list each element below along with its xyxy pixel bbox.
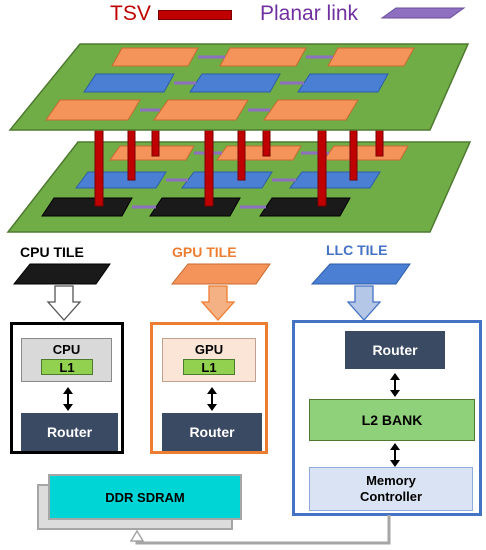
gpu-tile-title: GPU TILE xyxy=(172,244,237,260)
bottom-gpu-tile xyxy=(323,145,409,161)
cpu-l1-cache: L1 xyxy=(41,359,93,375)
cpu-core-box: CPU L1 xyxy=(21,338,112,382)
bottom-llc-tile xyxy=(289,171,381,189)
cpu-tile-icon xyxy=(12,263,111,285)
top-gpu-tile xyxy=(263,99,359,121)
cpu-core-label: CPU xyxy=(52,341,81,357)
gpu-bidirectional-arrow xyxy=(207,387,217,411)
llc-tile-title: LLC TILE xyxy=(326,242,388,258)
bottom-cpu-tile xyxy=(149,197,241,217)
top-llc-tile xyxy=(297,73,389,93)
memory-controller: Memory Controller xyxy=(309,467,473,511)
llc-bank-memctrl-arrow xyxy=(390,443,400,467)
bottom-cpu-tile xyxy=(41,197,133,217)
stacked-chip-diagram xyxy=(6,43,472,233)
llc-router: Router xyxy=(345,331,445,369)
cpu-down-arrow xyxy=(46,285,82,321)
top-layer xyxy=(8,43,470,131)
top-llc-tile xyxy=(83,73,175,93)
legend-planar-label: Planar link xyxy=(260,2,359,25)
bottom-llc-tile xyxy=(181,171,273,189)
bottom-gpu-tile xyxy=(216,145,302,161)
top-llc-tile xyxy=(189,73,281,93)
gpu-core-box: GPU L1 xyxy=(162,338,256,382)
top-gpu-tile xyxy=(111,47,199,67)
gpu-l1-cache: L1 xyxy=(183,359,235,375)
bottom-llc-tile xyxy=(75,171,167,189)
top-planar-links xyxy=(140,55,333,112)
llc-router-bank-arrow xyxy=(390,373,400,397)
gpu-down-arrow xyxy=(200,285,236,321)
top-gpu-tile xyxy=(153,99,249,121)
l2-bank: L2 BANK xyxy=(309,399,475,441)
gpu-tile-detail: GPU L1 Router xyxy=(150,322,268,454)
legend-tsv-label: TSV xyxy=(110,2,151,25)
tsv-pillars xyxy=(94,129,384,207)
cpu-bidirectional-arrow xyxy=(63,387,73,411)
legend-tsv-swatch xyxy=(158,10,232,20)
llc-tile-icon xyxy=(310,263,411,285)
gpu-router: Router xyxy=(162,413,262,451)
ddr-sdram: DDR SDRAM xyxy=(48,474,242,520)
cpu-tile-title: CPU TILE xyxy=(20,244,84,260)
top-gpu-tile xyxy=(219,47,307,67)
top-gpu-tile xyxy=(45,99,141,121)
cpu-router: Router xyxy=(21,413,118,451)
gpu-tile-icon xyxy=(170,263,271,285)
llc-down-arrow xyxy=(346,285,382,321)
cpu-tile-detail: CPU L1 Router xyxy=(10,322,124,454)
llc-tile-detail: Router L2 BANK Memory Controller xyxy=(292,320,482,516)
bottom-cpu-tile xyxy=(259,197,351,217)
top-gpu-tile xyxy=(327,47,415,67)
memory-connection xyxy=(129,515,391,545)
gpu-core-label: GPU xyxy=(194,341,224,357)
legend-planar-swatch xyxy=(380,7,466,19)
tile-icons xyxy=(12,263,411,321)
